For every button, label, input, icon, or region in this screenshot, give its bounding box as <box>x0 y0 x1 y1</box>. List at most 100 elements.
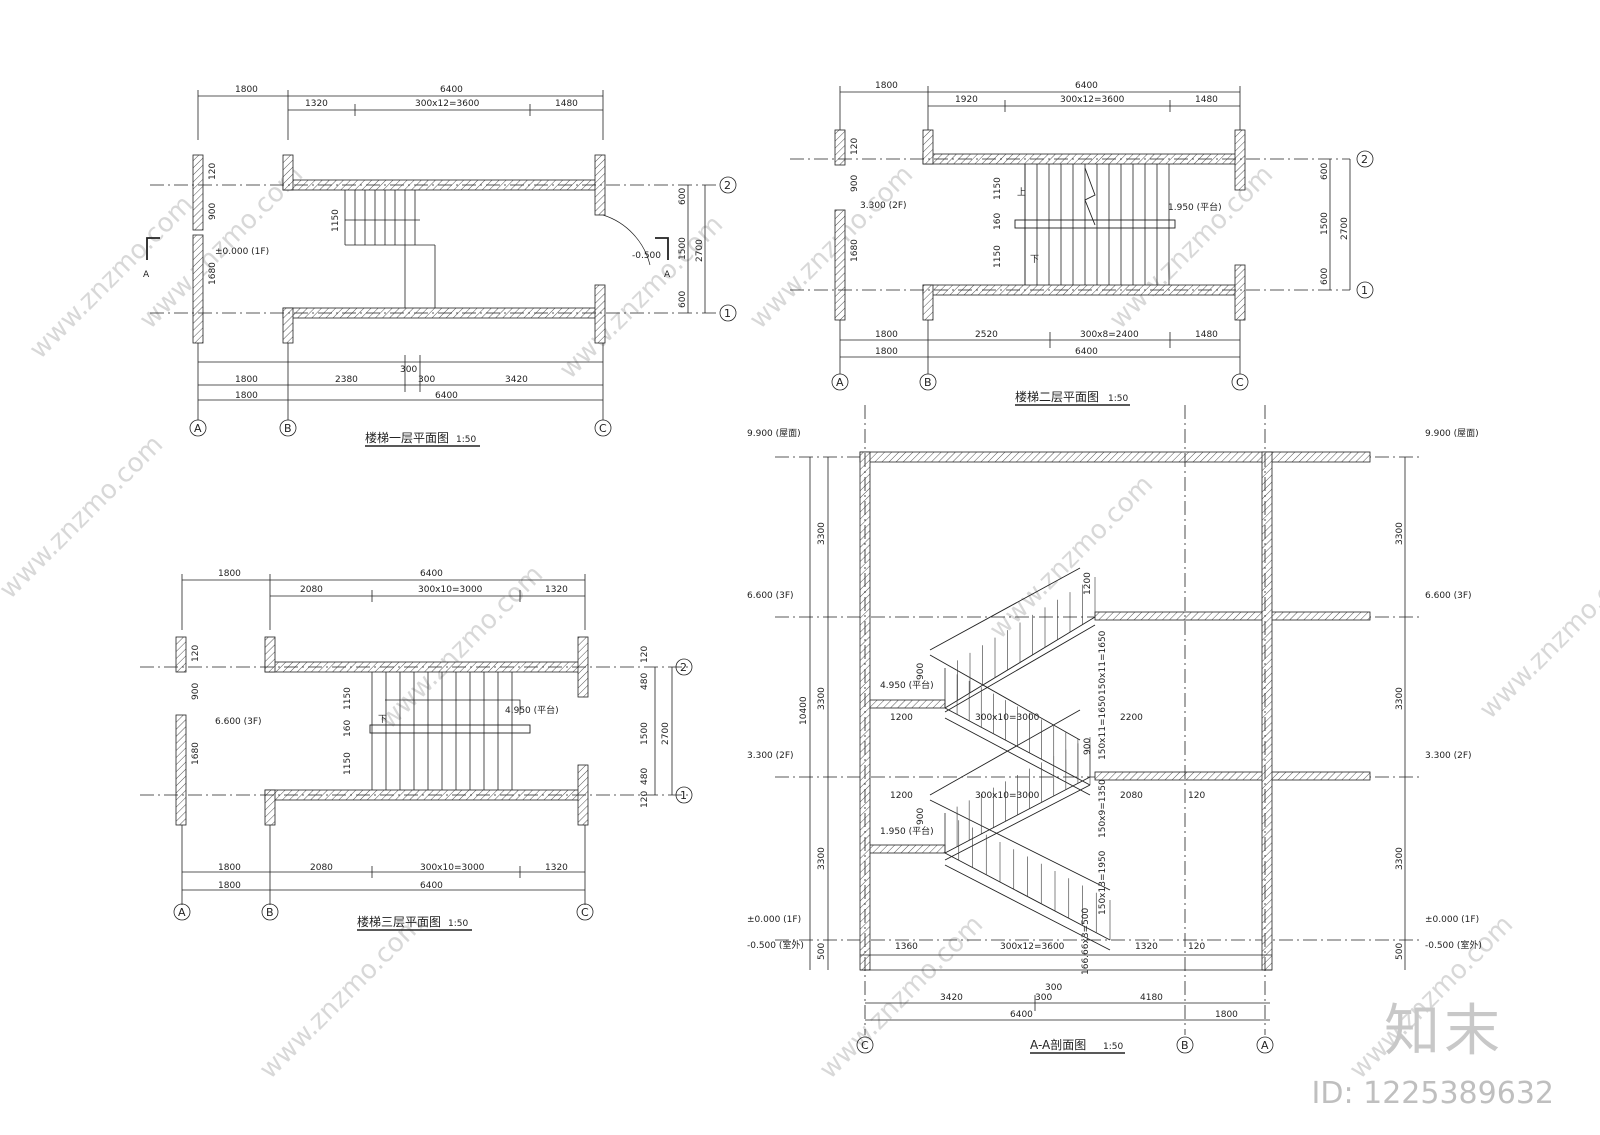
dim-text: 1680 <box>191 742 201 765</box>
dim-text: 300x8=2400 <box>1080 330 1139 340</box>
section-scale: 1:50 <box>1103 1042 1123 1052</box>
dim-text: 300 <box>1035 993 1052 1003</box>
dim-text: 160 <box>343 720 353 737</box>
plan-scale: 1:50 <box>456 435 476 445</box>
dim-text: 1200 <box>890 713 913 723</box>
dim-text: 1800 <box>235 85 258 95</box>
watermark: www.znzmo.com <box>0 430 169 605</box>
stair-treads <box>1024 164 1170 285</box>
plan-title: 楼梯三层平面图 <box>357 914 441 929</box>
dim-text: 1320 <box>1135 942 1158 952</box>
dim-text: 6400 <box>440 85 463 95</box>
plan2-text: 1800 6400 1920 300x12=3600 1480 1800 252… <box>836 81 1368 404</box>
dim-text: 1150 <box>343 752 353 775</box>
dim-text: 2700 <box>695 239 705 262</box>
watermark: www.znzmo.com <box>1474 550 1600 725</box>
dim-text: 120 <box>208 163 218 180</box>
dim-text: 120 <box>850 138 860 155</box>
dim-text: 300 <box>1045 983 1062 993</box>
dim-text: 1200 <box>1083 572 1093 595</box>
dim-text: 2080 <box>1120 791 1143 801</box>
dim-text: 480 <box>640 673 650 690</box>
level-label: 6.600 (3F) <box>215 717 262 727</box>
dim-text: 2700 <box>1340 217 1350 240</box>
section-mark: A <box>664 270 671 280</box>
axis-label: A <box>178 906 186 919</box>
axis-label: B <box>266 906 274 919</box>
plan3-text: 1800 6400 2080 300x10=3000 1320 1800 208… <box>178 569 687 929</box>
level-label: 9.900 (屋面) <box>747 428 801 439</box>
axis-label: 1 <box>680 789 687 802</box>
dim-text: 6400 <box>435 391 458 401</box>
dim-text: 300x12=3600 <box>1060 95 1125 105</box>
axis-label: C <box>1236 376 1244 389</box>
dim-text: 120 <box>1188 791 1205 801</box>
dim-text: 300x10=3000 <box>975 713 1040 723</box>
dim-text: 150x11=1650 <box>1098 695 1108 760</box>
axis-label: B <box>1181 1039 1189 1052</box>
dim-text: 3300 <box>1395 687 1405 710</box>
level-label: 1.950 (平台) <box>1168 201 1222 213</box>
dim-text: 166.66x3=500 <box>1081 907 1091 975</box>
direction-label: 下 <box>378 715 387 725</box>
dim-text: 1150 <box>993 177 1003 200</box>
dim-text: 1360 <box>895 942 918 952</box>
dim-text: 1480 <box>1195 330 1218 340</box>
watermark: www.znzmo.com <box>1104 160 1279 335</box>
dim-text: 1680 <box>208 262 218 285</box>
image-id: ID: 1225389632 <box>1311 1076 1554 1111</box>
section-a-a <box>775 405 1420 1054</box>
watermark: www.znzmo.com <box>254 910 429 1085</box>
axis-label: 2 <box>724 179 731 192</box>
level-label: 6.600 (3F) <box>1425 591 1472 601</box>
dim-text: 6400 <box>420 569 443 579</box>
dim-text: 1800 <box>218 569 241 579</box>
dim-text: 3300 <box>817 522 827 545</box>
dim-text: 300 <box>418 375 435 385</box>
axis-label: A <box>194 422 202 435</box>
axis-label: A <box>836 376 844 389</box>
plan-title: 楼梯二层平面图 <box>1015 389 1099 404</box>
dim-text: 300x12=3600 <box>1000 942 1065 952</box>
dim-text: 1150 <box>993 245 1003 268</box>
dim-text: 1320 <box>545 585 568 595</box>
level-label: -0.500 (室外) <box>1425 939 1482 951</box>
second-floor-stair-plan <box>790 86 1374 406</box>
section-title: A-A剖面图 <box>1030 1038 1086 1052</box>
dim-text: 600 <box>678 291 688 308</box>
dim-text: 1320 <box>305 99 328 109</box>
level-label: -0.500 <box>632 251 661 261</box>
dim-text: 300x10=3000 <box>420 863 485 873</box>
dim-text: 3300 <box>1395 522 1405 545</box>
dim-text: 1500 <box>1320 212 1330 235</box>
dim-text: 1800 <box>218 881 241 891</box>
dim-text: 6400 <box>420 881 443 891</box>
dim-text: 120 <box>1188 942 1205 952</box>
dim-text: 6400 <box>1010 1010 1033 1020</box>
direction-label: 上 <box>1017 187 1026 198</box>
dim-text: 150x9=1350 <box>1098 779 1108 838</box>
level-label: 6.600 (3F) <box>747 591 794 601</box>
dim-text: 1320 <box>545 863 568 873</box>
dim-text: 600 <box>1320 268 1330 285</box>
dim-text: 6400 <box>1075 81 1098 91</box>
level-label: 4.950 (平台) <box>505 704 559 716</box>
dim-text: 2380 <box>335 375 358 385</box>
dim-text: 1800 <box>1215 1010 1238 1020</box>
dim-text: 3420 <box>940 993 963 1003</box>
plan-scale: 1:50 <box>448 919 468 929</box>
dim-text: 1480 <box>555 99 578 109</box>
dim-text: 480 <box>640 768 650 785</box>
dim-text: 2520 <box>975 330 998 340</box>
level-label: 3.300 (2F) <box>860 201 907 211</box>
baluster-lines <box>944 577 1111 940</box>
dim-text: 3420 <box>505 375 528 385</box>
dim-text: 300x12=3600 <box>415 99 480 109</box>
dim-text: 3300 <box>817 847 827 870</box>
level-label: ±0.000 (1F) <box>215 247 269 257</box>
axis-label: 2 <box>1361 153 1368 166</box>
dim-text: 1480 <box>1195 95 1218 105</box>
dim-text: 150x11=1650 <box>1098 630 1108 695</box>
dim-text: 900 <box>850 175 860 192</box>
